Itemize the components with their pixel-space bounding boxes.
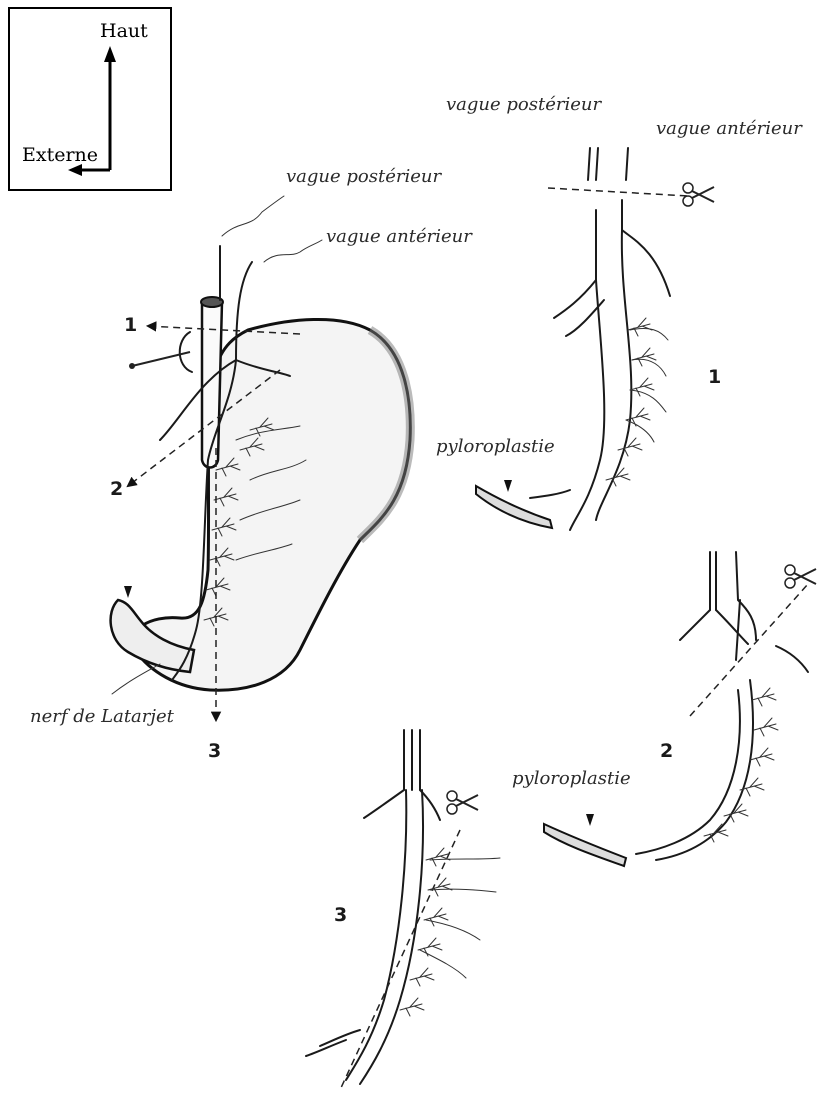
main-label-vague-anterieur: vague antérieur [326,226,472,247]
orientation-outward-label: Externe [22,144,98,166]
main-cut-2: 2 [110,478,123,500]
stomach-drawing [111,196,411,720]
scissors-icon [683,183,714,206]
panel-2-branches [704,688,778,842]
panel-2-drawing [544,552,816,866]
panel2-number: 2 [660,740,673,762]
panel3-number: 3 [334,904,347,926]
scissors-icon [785,565,816,588]
main-cut-1: 1 [124,314,137,336]
scissors-icon [447,791,478,814]
panel1-number: 1 [708,366,721,388]
arrowhead-marker-icon [124,586,132,598]
orientation-up-label: Haut [100,20,148,42]
main-cut-3: 3 [208,740,221,762]
panel-1-drawing [476,148,714,530]
panel1-label-pyloroplastie: pyloroplastie [436,436,555,457]
main-label-vague-posterieur: vague postérieur [286,166,441,187]
panel-1-branches [606,318,668,486]
main-label-nerf-latarjet: nerf de Latarjet [30,706,174,727]
panel2-label-pyloroplastie: pyloroplastie [512,768,631,789]
panel1-label-vague-posterieur: vague postérieur [446,94,601,115]
panel1-label-vague-anterieur: vague antérieur [656,118,802,139]
